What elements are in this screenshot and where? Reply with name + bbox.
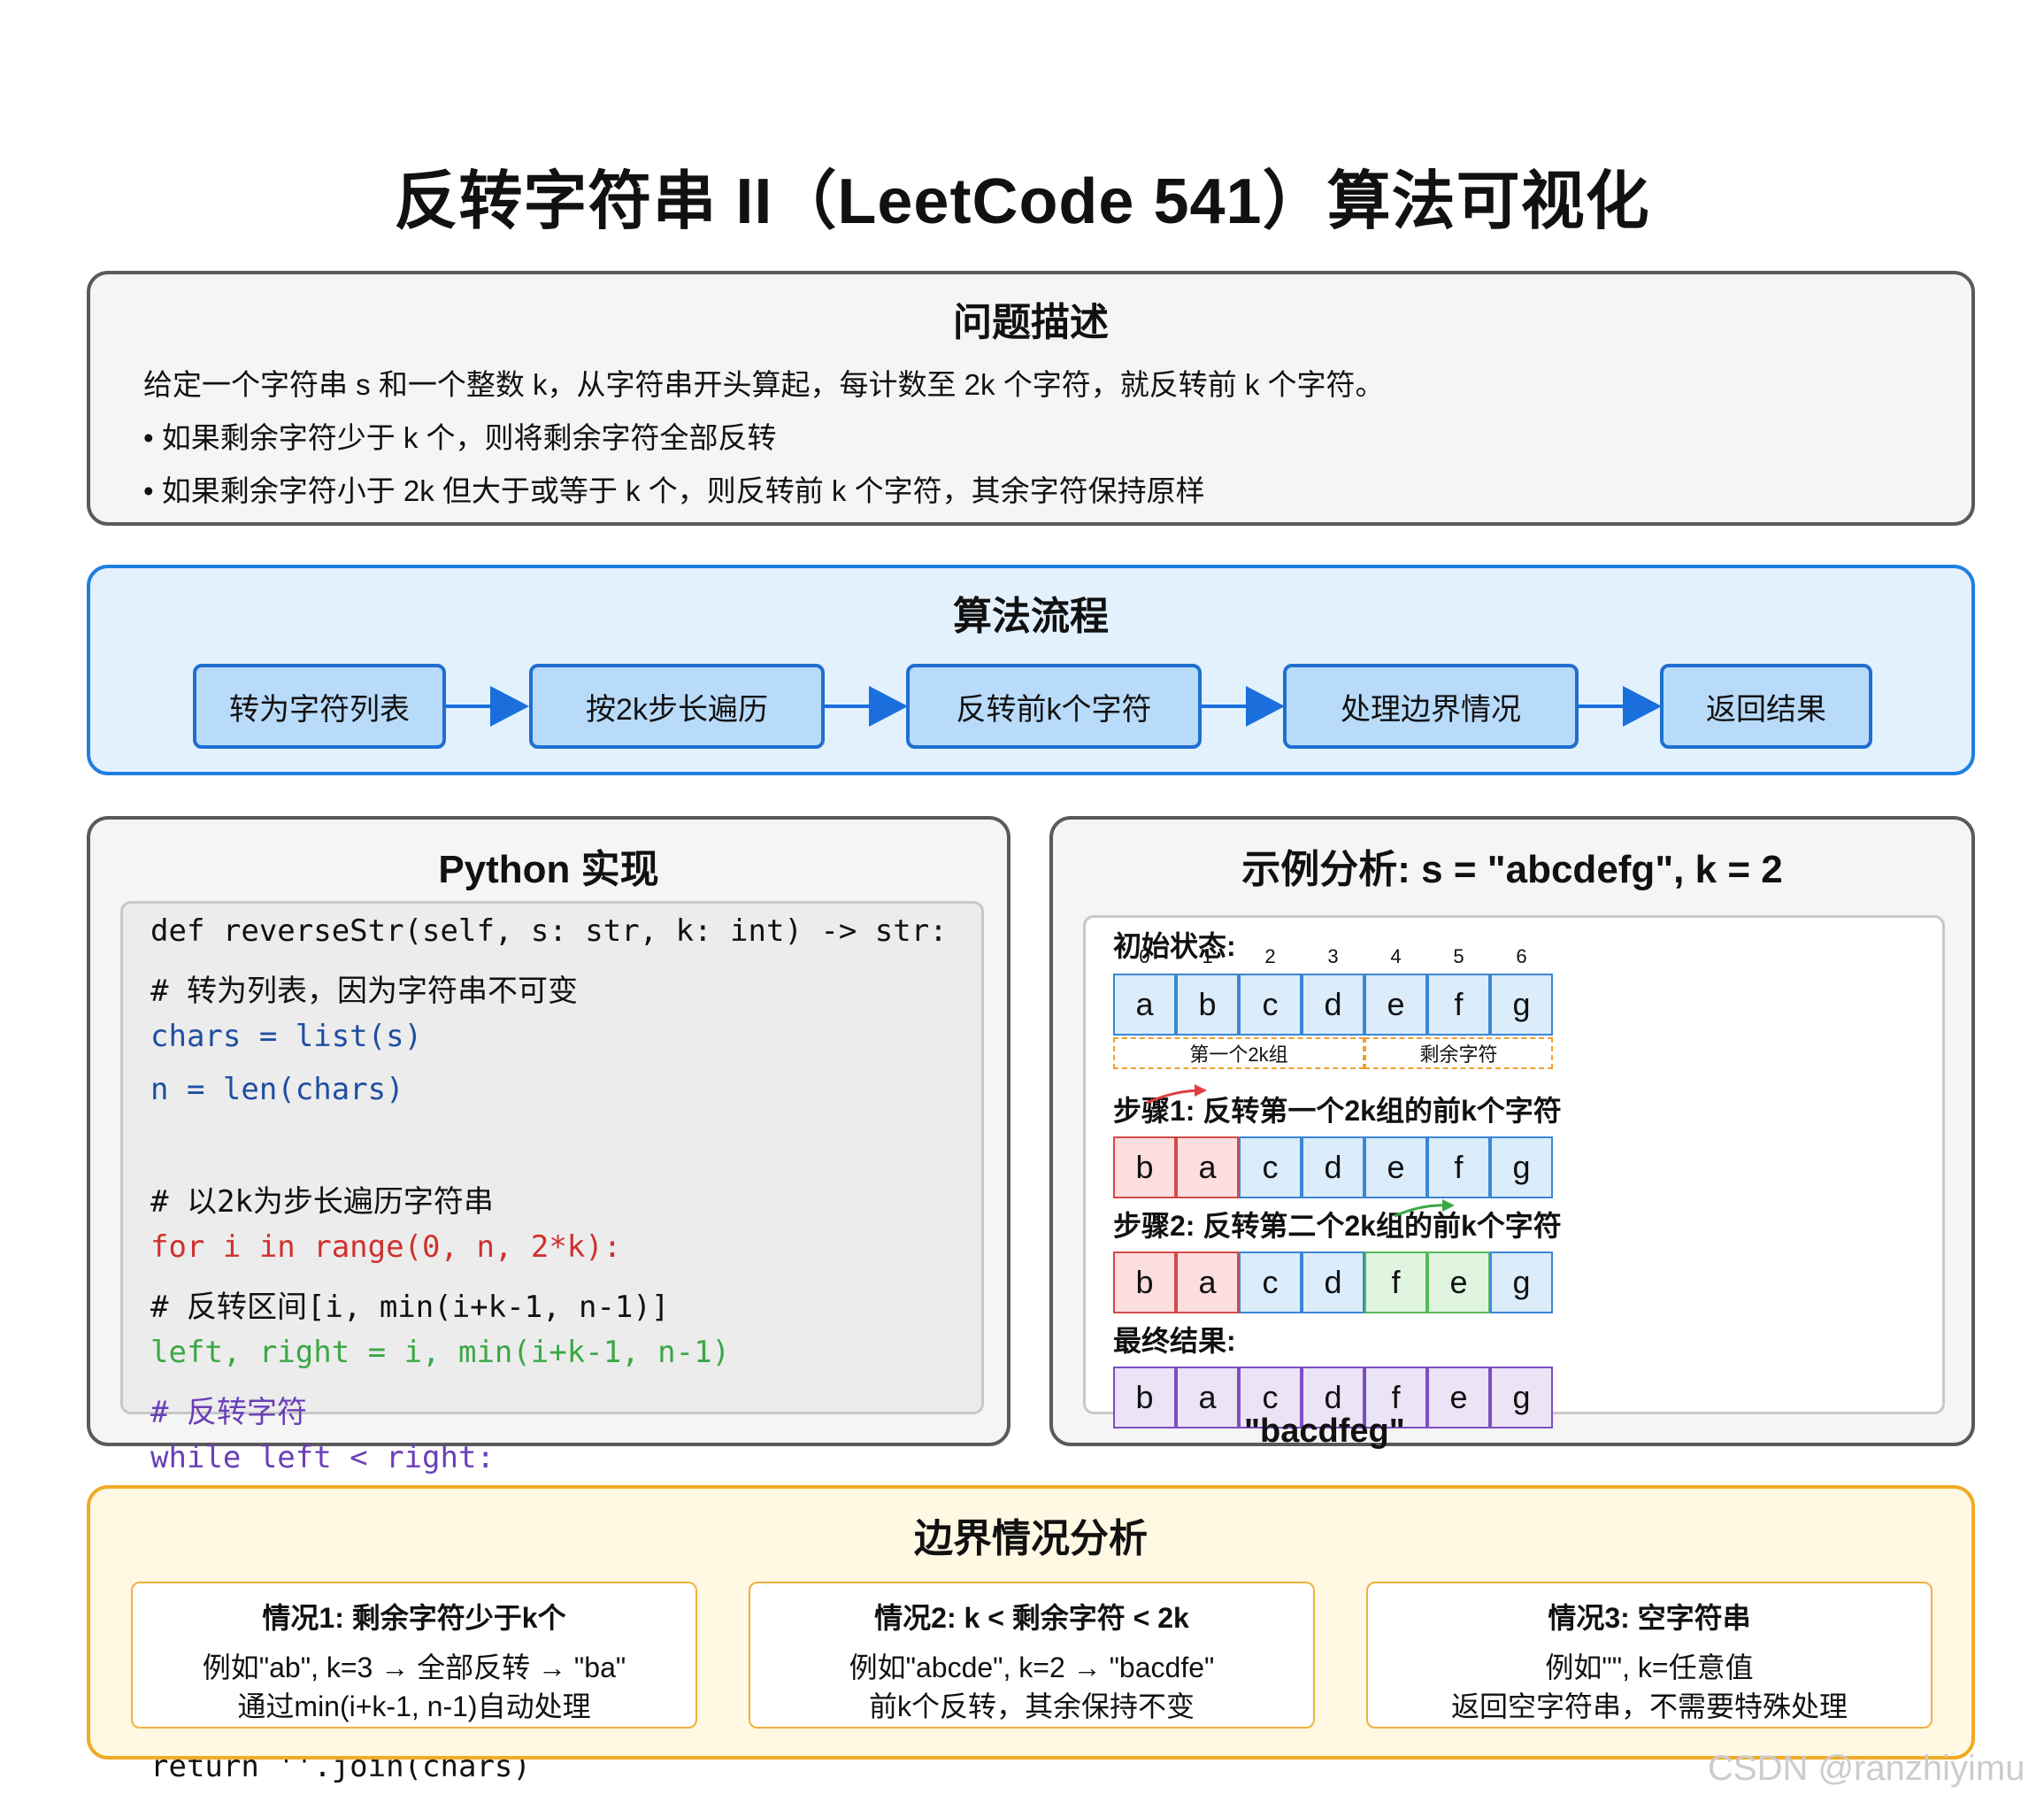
code-line: for i in range(0, n, 2*k): [150, 1229, 622, 1265]
index-label: 1 [1202, 945, 1213, 967]
edge-case-2-line1: 例如"abcde", k=2 → "bacdfe" [849, 1652, 1215, 1683]
char-cell: d [1302, 1136, 1364, 1198]
problem-line-3: • 如果剩余字符小于 2k 但大于或等于 k 个，则反转前 k 个字符，其余字符… [143, 474, 1205, 507]
page-title: 反转字符串 II（LeetCode 541）算法可视化 [394, 166, 1650, 237]
edge-case-3-line2: 返回空字符串，不需要特殊处理 [1450, 1690, 1848, 1722]
char-cell: c [1239, 1251, 1302, 1313]
flow-arrow-1 [446, 705, 496, 708]
step2-label: 步骤2: 反转第二个2k组的前k个字符 [1113, 1210, 1562, 1242]
edge-case-1-title: 情况1: 剩余字符少于k个 [262, 1602, 566, 1634]
char-cell: b [1113, 1136, 1176, 1198]
flow-step-1: 转为字符列表 [193, 664, 446, 749]
char-cell: g [1490, 1367, 1553, 1429]
char-cell: g [1490, 974, 1553, 1036]
char-cell: f [1364, 1251, 1427, 1313]
group-first-2k: 第一个2k组 [1113, 1037, 1364, 1069]
code-line: # 反转字符 [150, 1394, 307, 1430]
flow-arrow-3 [1202, 705, 1251, 708]
flow-arrowhead-2 [869, 686, 908, 727]
flow-arrow-2 [825, 705, 874, 708]
code-line: # 转为列表，因为字符串不可变 [150, 973, 578, 1009]
char-cell: c [1239, 974, 1302, 1036]
flow-arrowhead-4 [1623, 686, 1662, 727]
edge-case-3: 情况3: 空字符串 例如"", k=任意值 返回空字符串，不需要特殊处理 [1366, 1582, 1933, 1729]
code-panel: Python 实现 [87, 816, 1010, 1446]
char-cell: e [1427, 1367, 1490, 1429]
watermark: CSDN @ranzhiyimu [1708, 1749, 2025, 1788]
group-remaining: 剩余字符 [1364, 1037, 1553, 1069]
char-cell: a [1176, 1136, 1239, 1198]
index-label: 2 [1264, 945, 1276, 967]
char-cell: f [1427, 974, 1490, 1036]
initial-label: 初始状态: [1113, 930, 1236, 962]
code-line: # 反转区间[i, min(i+k-1, n-1)] [150, 1289, 670, 1325]
char-cell: d [1302, 1367, 1364, 1429]
example-heading: 示例分析: s = "abcdefg", k = 2 [1241, 848, 1783, 891]
flow-panel: 算法流程 转为字符列表 按2k步长遍历 反转前k个字符 处理边界情况 返回结果 [87, 565, 1975, 775]
problem-line-1: 给定一个字符串 s 和一个整数 k，从字符串开头算起，每计数至 2k 个字符，就… [143, 368, 1385, 401]
flow-heading: 算法流程 [953, 595, 1109, 638]
char-cell: g [1490, 1136, 1553, 1198]
flow-arrowhead-1 [490, 686, 529, 727]
char-cell: a [1176, 1367, 1239, 1429]
step1-label: 步骤1: 反转第一个2k组的前k个字符 [1113, 1095, 1562, 1127]
step1-swap-arrow-icon [1146, 1084, 1207, 1105]
flow-step-5: 返回结果 [1660, 664, 1872, 749]
edge-case-1: 情况1: 剩余字符少于k个 例如"ab", k=3 → 全部反转 → "ba" … [131, 1582, 697, 1729]
char-cell: c [1239, 1367, 1302, 1429]
char-cell: d [1302, 974, 1364, 1036]
char-cell: a [1113, 974, 1176, 1036]
code-line: while left < right: [150, 1440, 495, 1475]
index-label: 6 [1516, 945, 1527, 967]
char-cell: g [1490, 1251, 1553, 1313]
step2-swap-arrow-icon [1394, 1199, 1455, 1218]
char-cell: e [1364, 974, 1427, 1036]
edge-case-2-title: 情况2: k < 剩余字符 < 2k [874, 1602, 1189, 1634]
code-line: # 以2k为步长遍历字符串 [150, 1183, 494, 1220]
flow-arrowhead-3 [1246, 686, 1285, 727]
index-label: 3 [1327, 945, 1339, 967]
edge-panel: 边界情况分析 情况1: 剩余字符少于k个 例如"ab", k=3 → 全部反转 … [87, 1485, 1975, 1760]
code-line: left, right = i, min(i+k-1, n-1) [150, 1335, 731, 1370]
edge-case-1-line1: 例如"ab", k=3 → 全部反转 → "ba" [202, 1652, 626, 1683]
char-cell: a [1176, 1251, 1239, 1313]
edge-case-2: 情况2: k < 剩余字符 < 2k 例如"abcde", k=2 → "bac… [749, 1582, 1315, 1729]
final-label: 最终结果: [1113, 1325, 1236, 1357]
char-cell: f [1364, 1367, 1427, 1429]
flow-step-2: 按2k步长遍历 [529, 664, 825, 749]
char-cell: b [1176, 974, 1239, 1036]
flow-step-4: 处理边界情况 [1283, 664, 1579, 749]
code-line: chars = list(s) [150, 1019, 423, 1054]
edge-case-3-line1: 例如"", k=任意值 [1545, 1652, 1754, 1683]
problem-panel: 问题描述 给定一个字符串 s 和一个整数 k，从字符串开头算起，每计数至 2k … [87, 271, 1975, 526]
flow-arrow-4 [1579, 705, 1628, 708]
problem-line-2: • 如果剩余字符少于 k 个，则将剩余字符全部反转 [143, 421, 777, 454]
char-cell: b [1113, 1367, 1176, 1429]
char-cell: f [1427, 1136, 1490, 1198]
flow-step-3: 反转前k个字符 [906, 664, 1202, 749]
code-line: n = len(chars) [150, 1071, 404, 1107]
index-label: 0 [1139, 945, 1150, 967]
code-heading: Python 实现 [438, 848, 659, 891]
problem-heading: 问题描述 [953, 301, 1109, 344]
char-cell: b [1113, 1251, 1176, 1313]
edge-case-1-line2: 通过min(i+k-1, n-1)自动处理 [237, 1690, 591, 1722]
index-label: 5 [1453, 945, 1464, 967]
edge-heading: 边界情况分析 [914, 1517, 1148, 1560]
char-cell: e [1427, 1251, 1490, 1313]
char-cell: e [1364, 1136, 1427, 1198]
char-cell: d [1302, 1251, 1364, 1313]
edge-case-2-line2: 前k个反转，其余保持不变 [868, 1690, 1195, 1722]
final-result-text: "bacdfeg" [1244, 1413, 1405, 1450]
code-line: def reverseStr(self, s: str, k: int) -> … [150, 913, 948, 949]
code-block [120, 901, 984, 1414]
char-cell: c [1239, 1136, 1302, 1198]
index-label: 4 [1390, 945, 1402, 967]
edge-case-3-title: 情况3: 空字符串 [1548, 1602, 1751, 1634]
